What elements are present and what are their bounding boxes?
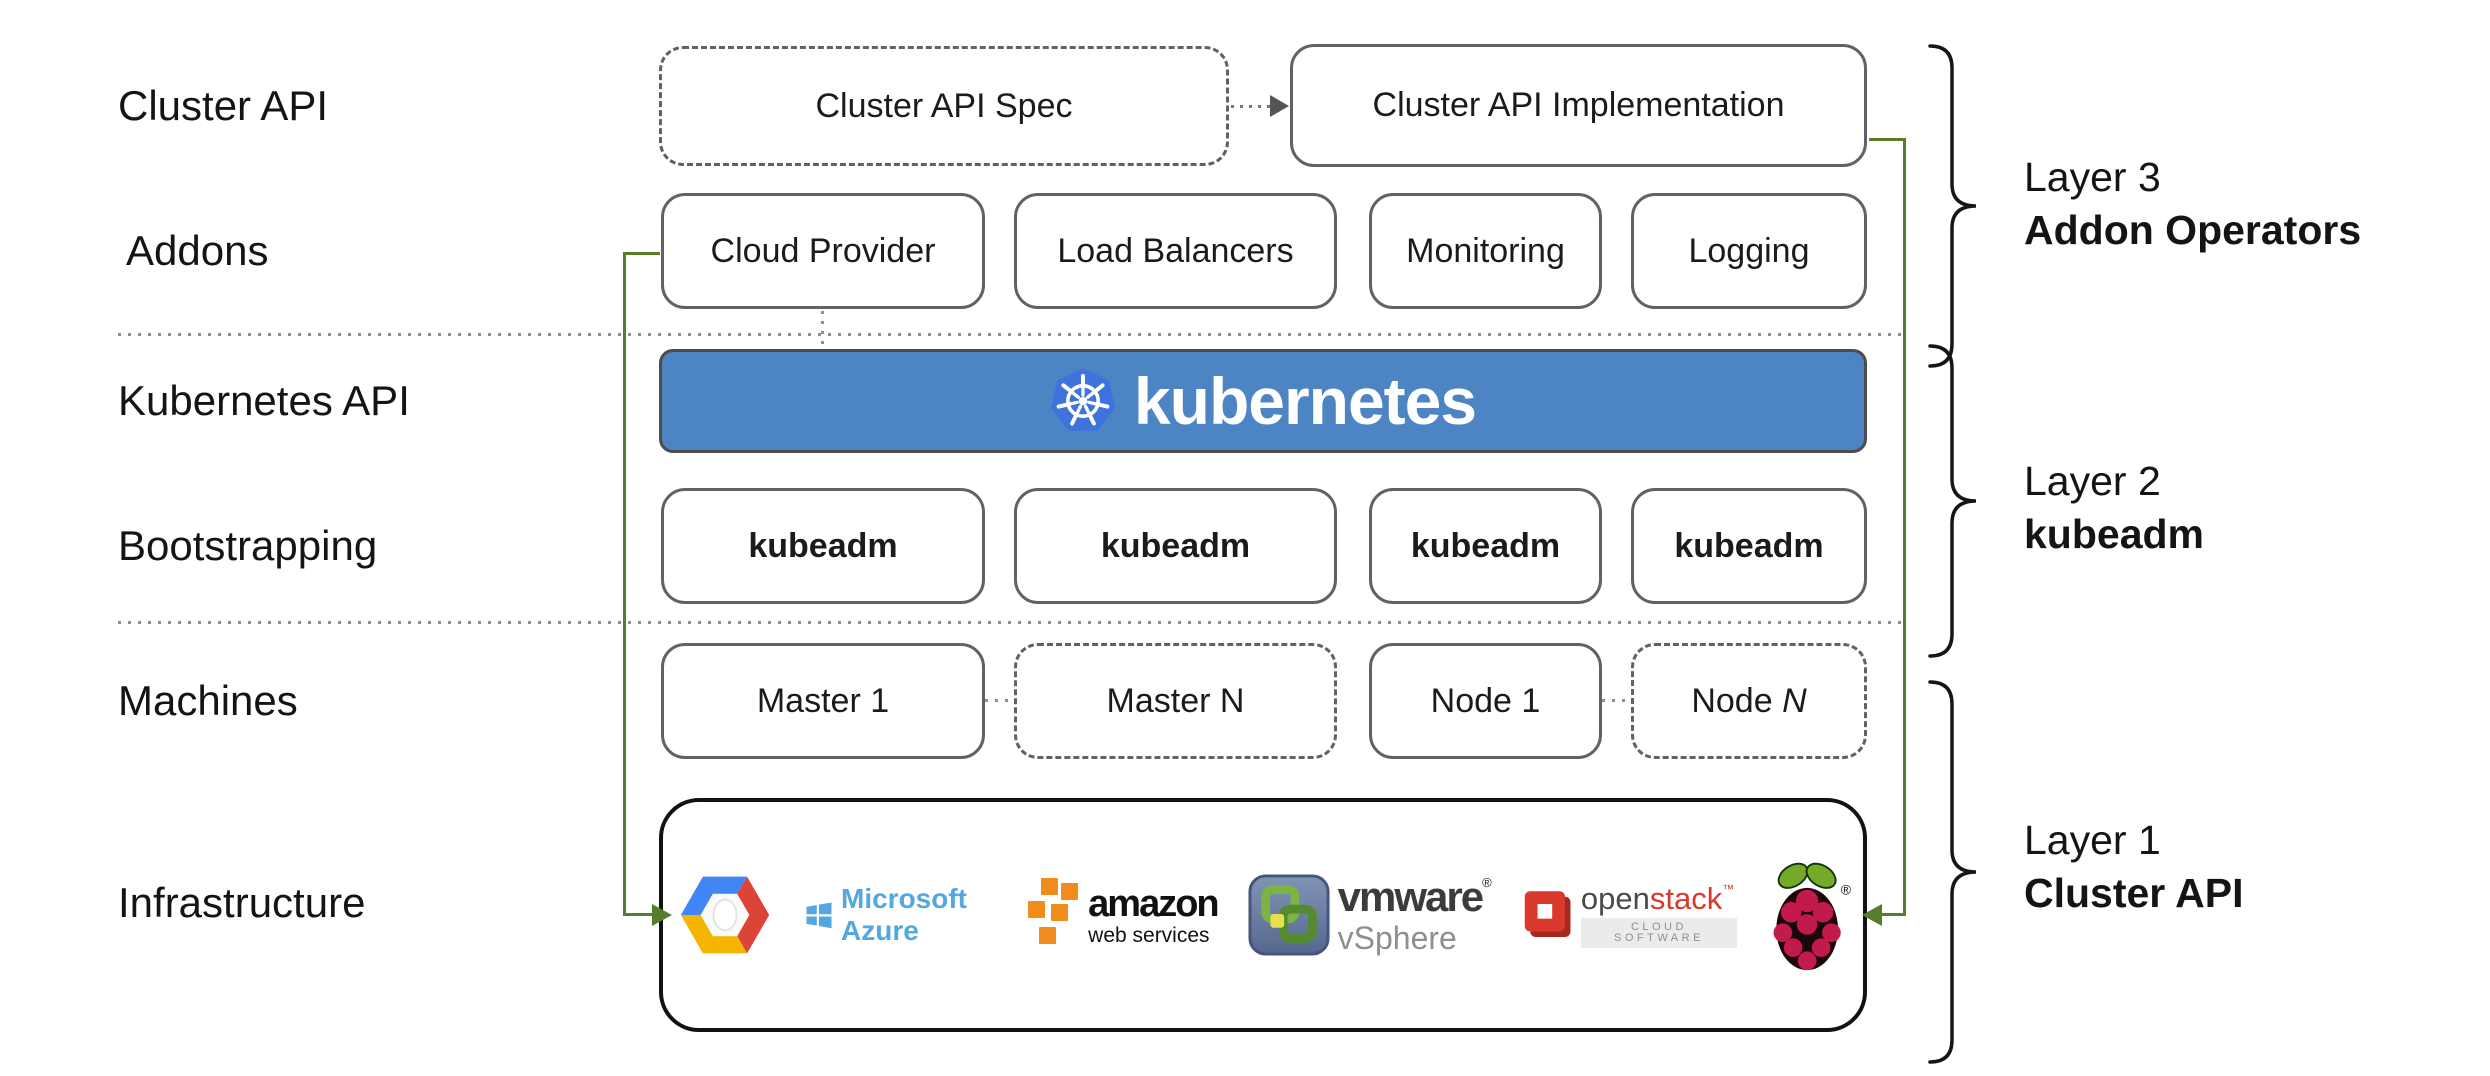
kubernetes-logo-icon [1050, 368, 1116, 431]
cloud-provider-to-kubernetes-connector [821, 311, 824, 349]
monitoring-label: Monitoring [1406, 231, 1565, 270]
row-label-infrastructure: Infrastructure [118, 879, 366, 926]
row-label-machines: Machines [118, 677, 298, 724]
node-n-label: Node N [1691, 681, 1807, 720]
kubeadm-label: kubeadm [1100, 526, 1251, 565]
layer-3-subtitle: Addon Operators [2024, 207, 2362, 253]
load-balancers-label: Load Balancers [1057, 231, 1294, 270]
kubeadm-box-1: kubeadm [661, 488, 985, 604]
raspberry-pi-icon: ® [1773, 862, 1851, 971]
logging-label: Logging [1688, 231, 1810, 270]
cluster-api-implementation-box: Cluster API Implementation [1290, 44, 1867, 167]
infrastructure-box: Microsoft Azure amazon web services [659, 798, 1867, 1032]
layer-2-subtitle: kubeadm [2024, 511, 2204, 557]
web-services-wordmark: web services [1088, 923, 1210, 947]
vmware-icon [1248, 874, 1330, 956]
green-connector-right-stub [1869, 138, 1906, 141]
spec-to-implementation-arrowhead-icon [1270, 95, 1289, 117]
kubeadm-box-4: kubeadm [1631, 488, 1867, 604]
section-separator-bottom [118, 621, 1904, 624]
amazon-web-services-logo: amazon web services [1026, 876, 1220, 954]
kubeadm-label: kubeadm [1410, 526, 1561, 565]
cluster-api-implementation-label: Cluster API Implementation [1372, 86, 1785, 124]
spec-to-implementation-connector [1231, 105, 1272, 108]
master-1-box: Master 1 [661, 643, 985, 759]
layer-2-label: Layer 2 kubeadm [2024, 455, 2204, 561]
google-cloud-icon [680, 876, 770, 954]
raspberry-pi-registered-mark: ® [1841, 881, 1851, 897]
monitoring-box: Monitoring [1369, 193, 1602, 309]
microsoft-azure-icon [806, 902, 832, 929]
openstack-logo: openstack™ CLOUD SOFTWARE [1522, 881, 1737, 949]
row-label-addons: Addons [126, 227, 269, 274]
amazon-wordmark: amazon [1088, 882, 1219, 925]
section-separator-top [118, 333, 1904, 336]
microsoft-azure-logo: Microsoft Azure [805, 883, 996, 947]
vsphere-wordmark: vSphere [1337, 920, 1457, 956]
layer-2-brace [1928, 344, 1977, 658]
microsoft-azure-wordmark: Microsoft Azure [841, 883, 967, 946]
cloud-software-tagline: CLOUD SOFTWARE [1580, 917, 1737, 948]
cloud-provider-label: Cloud Provider [710, 231, 936, 270]
master-n-box: Master N [1014, 643, 1337, 759]
row-label-kubernetes-api: Kubernetes API [118, 377, 410, 424]
layer-1-label: Layer 1 Cluster API [2024, 814, 2243, 920]
google-cloud-logo [675, 867, 775, 963]
aws-cubes-icon [1026, 876, 1081, 946]
kubeadm-box-3: kubeadm [1369, 488, 1602, 604]
node1-to-nodeN-connector [1602, 699, 1631, 702]
row-label-bootstrapping: Bootstrapping [118, 522, 378, 569]
cloud-provider-box: Cloud Provider [661, 193, 985, 309]
green-connector-left-bottom [623, 913, 654, 916]
vmware-vsphere-logo: vmware® vSphere [1248, 874, 1492, 956]
layer-3-brace [1928, 44, 1977, 368]
master1-to-masterN-connector [985, 699, 1014, 702]
kubernetes-wordmark: kubernetes [1133, 364, 1477, 438]
layer-2-title: Layer 2 [2024, 458, 2161, 504]
layer-1-title: Layer 1 [2024, 817, 2161, 863]
node-1-box: Node 1 [1369, 643, 1602, 759]
layer-3-title: Layer 3 [2024, 154, 2161, 200]
node-n-box: Node N [1631, 643, 1867, 759]
openstack-icon [1524, 891, 1571, 937]
vmware-wordmark: vmware® [1337, 873, 1492, 920]
node-1-label: Node 1 [1430, 681, 1541, 720]
green-connector-right-vertical [1903, 138, 1906, 916]
logging-box: Logging [1631, 193, 1867, 309]
kubeadm-box-2: kubeadm [1014, 488, 1337, 604]
green-connector-right-bottom [1880, 913, 1906, 916]
layer-1-brace [1928, 680, 1977, 1064]
raspberry-pi-logo: ® [1767, 852, 1851, 978]
row-label-cluster-api: Cluster API [118, 82, 329, 129]
green-arrowhead-right-icon [1862, 904, 1882, 926]
cluster-api-spec-label: Cluster API Spec [815, 86, 1073, 125]
cluster-api-spec-box: Cluster API Spec [659, 46, 1229, 166]
master-n-label: Master N [1106, 681, 1245, 720]
kubeadm-label: kubeadm [748, 526, 898, 565]
master-1-label: Master 1 [756, 681, 890, 720]
kubernetes-banner: kubernetes [659, 349, 1867, 453]
openstack-wordmark: openstack™ [1580, 880, 1735, 916]
layer-3-label: Layer 3 Addon Operators [2024, 151, 2361, 257]
green-connector-left-stub [623, 252, 660, 255]
kubeadm-label: kubeadm [1674, 526, 1824, 565]
green-connector-left-vertical [623, 252, 626, 916]
load-balancers-box: Load Balancers [1014, 193, 1337, 309]
green-arrowhead-left-icon [652, 904, 672, 926]
layer-1-subtitle: Cluster API [2024, 870, 2244, 916]
